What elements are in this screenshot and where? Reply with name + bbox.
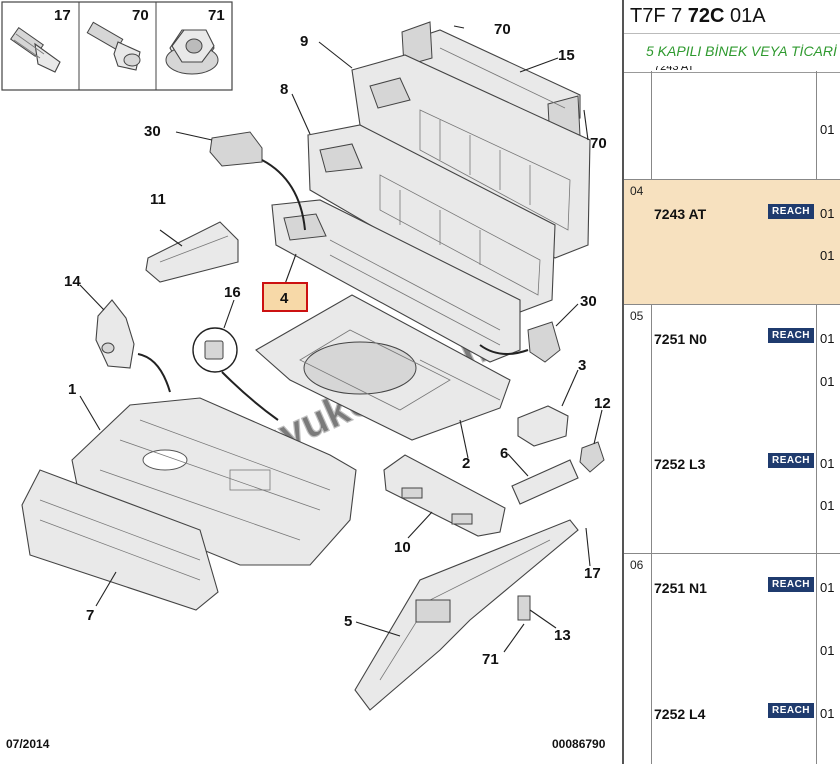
label-9: 9 [300, 33, 308, 50]
label-7: 7 [86, 607, 94, 624]
screw-clip-icon [10, 26, 61, 73]
header-suffix: 01A [724, 5, 766, 27]
row-qty: 01 [820, 374, 835, 389]
clipped-previous-code: 7243 AT [654, 66, 695, 72]
part-3-bracket [517, 405, 569, 447]
part-8-floor-reinforcement [307, 124, 556, 313]
part-11-bracket [145, 221, 239, 283]
leader-lines [79, 25, 603, 653]
part-number[interactable]: 7252 L4 [654, 706, 706, 722]
header-prefix: T7F 7 [630, 5, 688, 27]
label-30-right: 30 [580, 293, 597, 310]
part-2-rear-floor [255, 294, 511, 441]
label-3: 3 [578, 357, 586, 374]
part-13-bolt [517, 595, 531, 621]
row-index: 05 [630, 309, 644, 323]
label-17-legend: 17 [54, 7, 71, 24]
label-14: 14 [64, 273, 81, 290]
row-qty: 01 [820, 331, 835, 346]
row-index: 04 [630, 184, 644, 198]
label-5: 5 [344, 613, 352, 630]
label-71-legend: 71 [208, 7, 225, 24]
label-6: 6 [500, 445, 508, 462]
callout-labels: 70 15 9 70 8 30 11 4 14 16 30 3 12 1 2 6… [64, 21, 611, 668]
label-11: 11 [150, 191, 166, 208]
reach-badge: REACH [768, 204, 814, 219]
row-qty: 01 [820, 643, 835, 658]
part-10-rail [383, 454, 506, 537]
row-qty: 01 [820, 706, 835, 721]
diagram-reference: 00086790 [552, 737, 606, 751]
label-30-top: 30 [144, 123, 161, 140]
label-10: 10 [394, 539, 411, 556]
row-qty: 01 [820, 206, 835, 221]
part-5-side-member [354, 519, 579, 711]
header-bold-code: 72C [687, 5, 725, 27]
parts-row[interactable]: 06 7251 N1 REACH 01 01 7252 L4 REACH 01 [624, 553, 840, 764]
label-70-legend: 70 [132, 7, 149, 24]
column-divider-1 [651, 71, 652, 764]
label-16: 16 [224, 284, 241, 301]
parts-diagram: 17 70 71 duyukoto.com [1, 1, 611, 751]
parts-row-highlighted[interactable]: 04 7243 AT REACH 01 01 [624, 179, 840, 304]
part-12-bracket [579, 441, 605, 473]
label-8: 8 [280, 81, 288, 98]
part-16-grommet-callout [192, 327, 238, 373]
reach-badge: REACH [768, 703, 814, 718]
row-index: 06 [630, 558, 644, 572]
parts-row[interactable]: 01 [624, 72, 840, 179]
label-70-right: 70 [590, 135, 607, 152]
diagram-date: 07/2014 [6, 737, 50, 751]
column-divider-2 [816, 71, 817, 764]
catalog-code-header: T7F 7 72C 01A [624, 0, 840, 34]
part-30-clip-right [527, 321, 561, 363]
row-qty: 01 [820, 498, 835, 513]
label-17-right: 17 [584, 565, 601, 582]
part-6-tube [511, 459, 579, 505]
part-number[interactable]: 7252 L3 [654, 456, 706, 472]
label-70-top: 70 [494, 21, 511, 38]
label-13: 13 [554, 627, 571, 644]
row-qty: 01 [820, 580, 835, 595]
reach-badge: REACH [768, 453, 814, 468]
row-qty: 01 [820, 122, 835, 137]
part-7-front-crossmember [21, 469, 219, 611]
part-14-bracket [95, 299, 135, 369]
highlight-box-4 [262, 282, 308, 312]
parts-list-panel: T7F 7 72C 01A 5 KAPILI BİNEK VEYA TİCARİ… [622, 0, 840, 764]
part-number[interactable]: 7251 N1 [654, 580, 707, 596]
row-qty: 01 [820, 248, 835, 263]
row-qty: 01 [820, 456, 835, 471]
part-number[interactable]: 7251 N0 [654, 331, 707, 347]
label-15: 15 [558, 47, 575, 64]
parts-row[interactable]: 05 7251 N0 REACH 01 01 7252 L3 REACH 01 … [624, 304, 840, 553]
part-30-clip-top [209, 131, 263, 167]
reach-badge: REACH [768, 577, 814, 592]
reach-badge: REACH [768, 328, 814, 343]
label-71-bottom: 71 [482, 651, 499, 668]
label-2: 2 [462, 455, 470, 472]
fastener-legend: 17 70 71 [1, 1, 233, 91]
flange-nut-icon [165, 29, 219, 75]
label-4: 4 [280, 290, 289, 307]
label-12: 12 [594, 395, 611, 412]
part-number[interactable]: 7243 AT [654, 206, 707, 222]
bolt-icon [86, 21, 141, 71]
label-1: 1 [68, 381, 76, 398]
vehicle-variant-subtitle: 5 KAPILI BİNEK VEYA TİCARİ [624, 34, 840, 73]
